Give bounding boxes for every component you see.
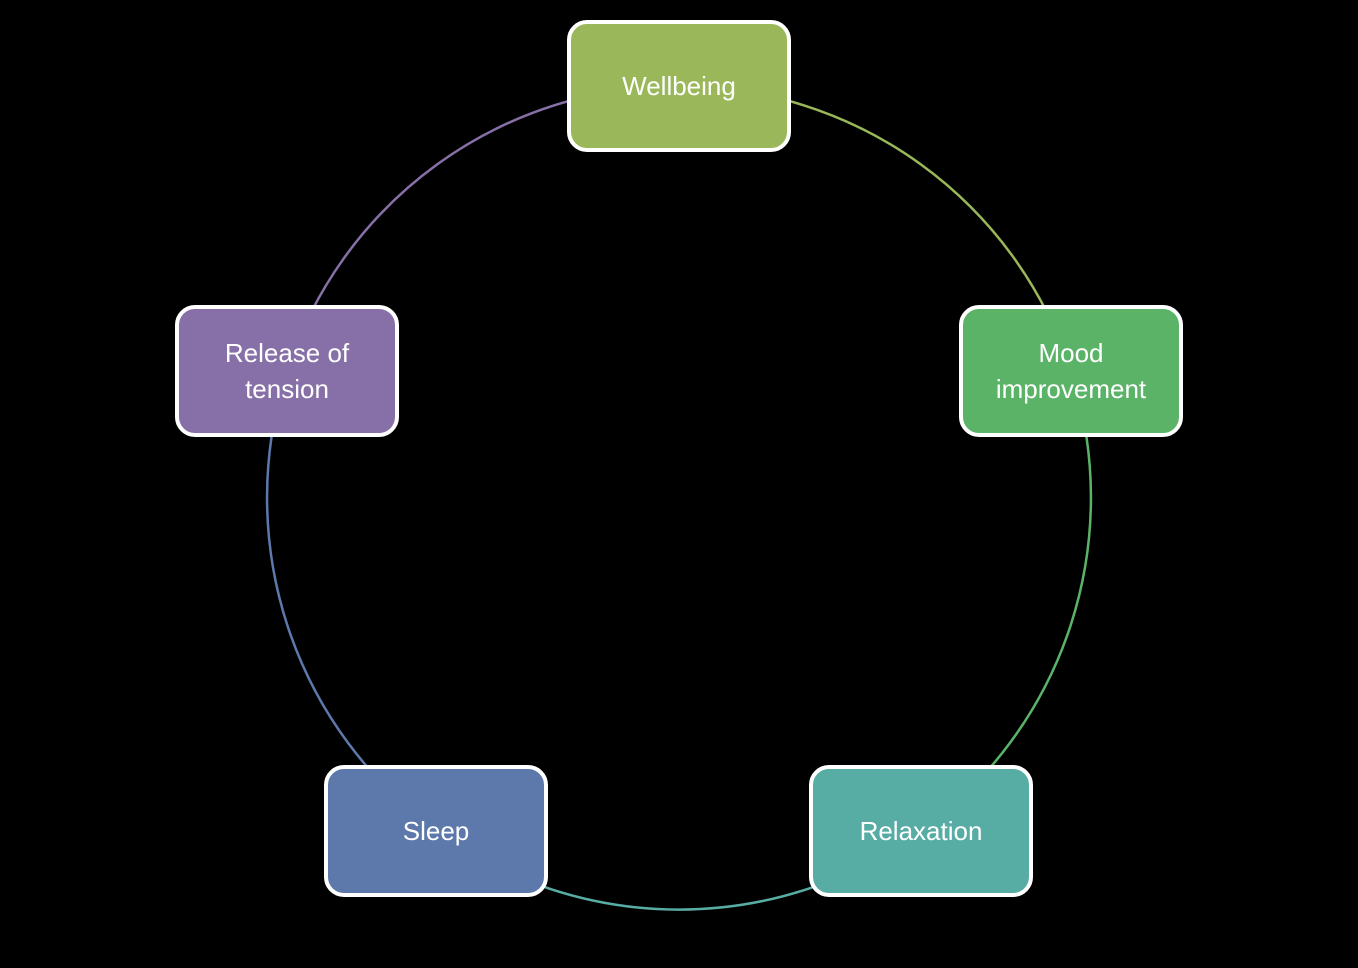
- node-relaxation-label: Relaxation: [859, 815, 983, 846]
- node-mood-improvement-label: Mood improvement: [995, 337, 1147, 404]
- arc-sleep-to-release-of-tension: [265, 369, 439, 833]
- node-release-of-tension-label: Release of tension: [224, 337, 350, 404]
- node-wellbeing: Wellbeing: [567, 20, 791, 152]
- node-release-of-tension: Release of tension: [175, 305, 399, 437]
- node-mood-improvement: Mood improvement: [959, 305, 1183, 437]
- node-sleep-label: Sleep: [402, 815, 470, 846]
- arc-mood-improvement-to-relaxation: [919, 369, 1093, 833]
- node-relaxation: Relaxation: [809, 765, 1033, 897]
- node-wellbeing-label: Wellbeing: [622, 70, 736, 101]
- node-sleep: Sleep: [324, 765, 548, 897]
